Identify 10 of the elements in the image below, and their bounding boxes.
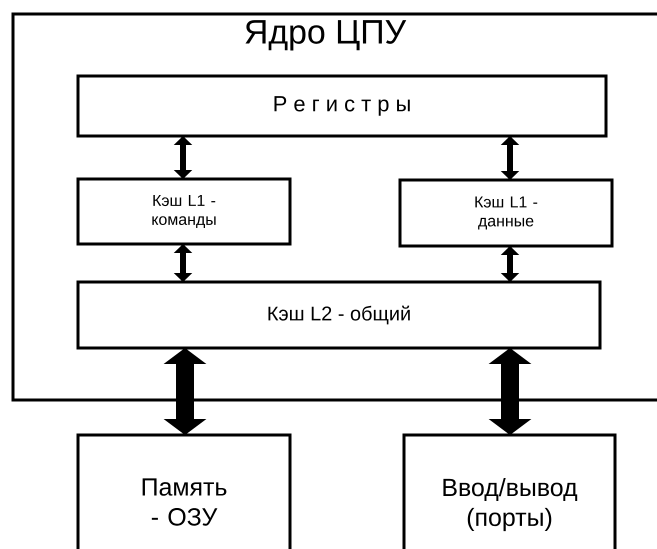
cache-box: Кэш L1 - команды xyxy=(76,177,292,246)
double-arrow xyxy=(174,244,192,282)
double-arrow xyxy=(500,136,520,180)
memory-box: Память - ОЗУ xyxy=(76,433,292,549)
cache-box: Кэш L2 - общий xyxy=(76,280,602,350)
register-box: Р е г и с т р ы xyxy=(76,74,608,138)
double-arrow xyxy=(174,136,192,179)
double-arrow xyxy=(500,246,520,282)
io-box: Ввод/вывод (порты) xyxy=(402,433,616,549)
cache-box: Кэш L1 - данные xyxy=(398,178,614,248)
